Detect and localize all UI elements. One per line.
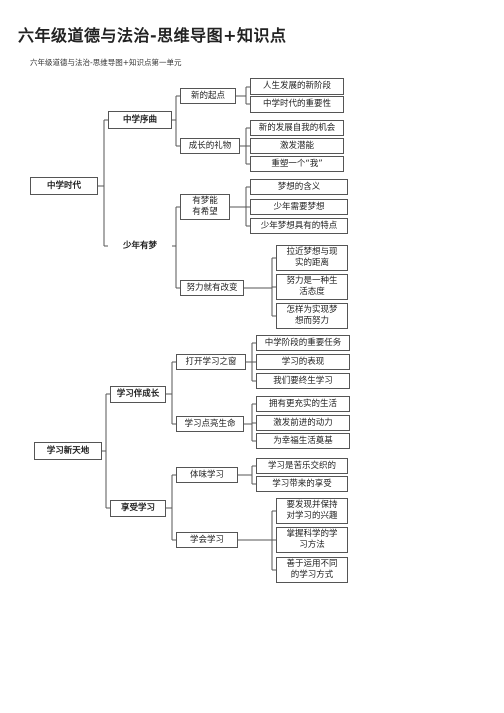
map1-b2-s2-leaf-2: 努力是一种生 活态度 [276, 274, 348, 300]
map1-b1-sub-2: 成长的礼物 [180, 138, 240, 154]
map1-b2-s2-leaf-3: 怎样为实现梦 想而努力 [276, 303, 348, 329]
map2-branch-1: 学习伴成长 [110, 386, 166, 403]
map2-b1-s2-leaf-1: 拥有更充实的生活 [256, 396, 350, 412]
map1-b2-s2-leaf-1: 拉近梦想与现 实的距离 [276, 245, 348, 271]
map1-root: 中学时代 [30, 177, 98, 195]
map1-b1-s2-leaf-3: 重塑一个“我” [250, 156, 344, 172]
map1-b1-s1-leaf-2: 中学时代的重要性 [250, 96, 344, 113]
map1-b2-sub-2: 努力就有改变 [180, 280, 244, 296]
map1-b2-s1-leaf-3: 少年梦想具有的特点 [250, 218, 348, 234]
map1-b2-s1-leaf-1: 梦想的含义 [250, 179, 348, 195]
map1-b2-sub-1: 有梦能 有希望 [180, 194, 230, 220]
map1-b1-sub-1: 新的起点 [180, 88, 236, 104]
map2-b2-s2-leaf-1: 要发现并保持 对学习的兴趣 [276, 498, 348, 524]
map2-b1-s1-leaf-2: 学习的表现 [256, 354, 350, 370]
map2-b2-sub-1: 体味学习 [176, 467, 238, 483]
map2-b1-sub-2: 学习点亮生命 [176, 416, 244, 432]
page-subtitle: 六年级道德与法治-思维导图+知识点第一单元 [30, 58, 182, 67]
map2-b1-s1-leaf-3: 我们要终生学习 [256, 373, 350, 389]
map2-b2-s1-leaf-2: 学习带来的享受 [256, 476, 348, 492]
map2-root: 学习新天地 [34, 442, 102, 460]
map2-b2-s2-leaf-3: 善于运用不同 的学习方式 [276, 557, 348, 583]
map2-b2-s1-leaf-1: 学习是苦乐交织的 [256, 458, 348, 474]
map1-b1-s2-leaf-2: 激发潜能 [250, 138, 344, 154]
map2-b1-s1-leaf-1: 中学阶段的重要任务 [256, 335, 350, 351]
map2-b2-s2-leaf-2: 掌握科学的学 习方法 [276, 527, 348, 553]
map2-branch-2: 享受学习 [110, 500, 166, 517]
map2-b1-s2-leaf-2: 激发前进的动力 [256, 415, 350, 431]
map2-b2-sub-2: 学会学习 [176, 532, 238, 548]
map1-b1-s2-leaf-1: 新的发展自我的机会 [250, 120, 344, 136]
map1-branch-2: 少年有梦 [122, 240, 157, 251]
map1-b2-s1-leaf-2: 少年需要梦想 [250, 199, 348, 215]
map2-b1-sub-1: 打开学习之窗 [176, 354, 246, 370]
map1-branch-1: 中学序曲 [108, 111, 172, 129]
map2-b1-s2-leaf-3: 为幸福生活奠基 [256, 433, 350, 449]
map1-b1-s1-leaf-1: 人生发展的新阶段 [250, 78, 344, 95]
page-title: 六年级道德与法治-思维导图+知识点 [18, 26, 287, 45]
